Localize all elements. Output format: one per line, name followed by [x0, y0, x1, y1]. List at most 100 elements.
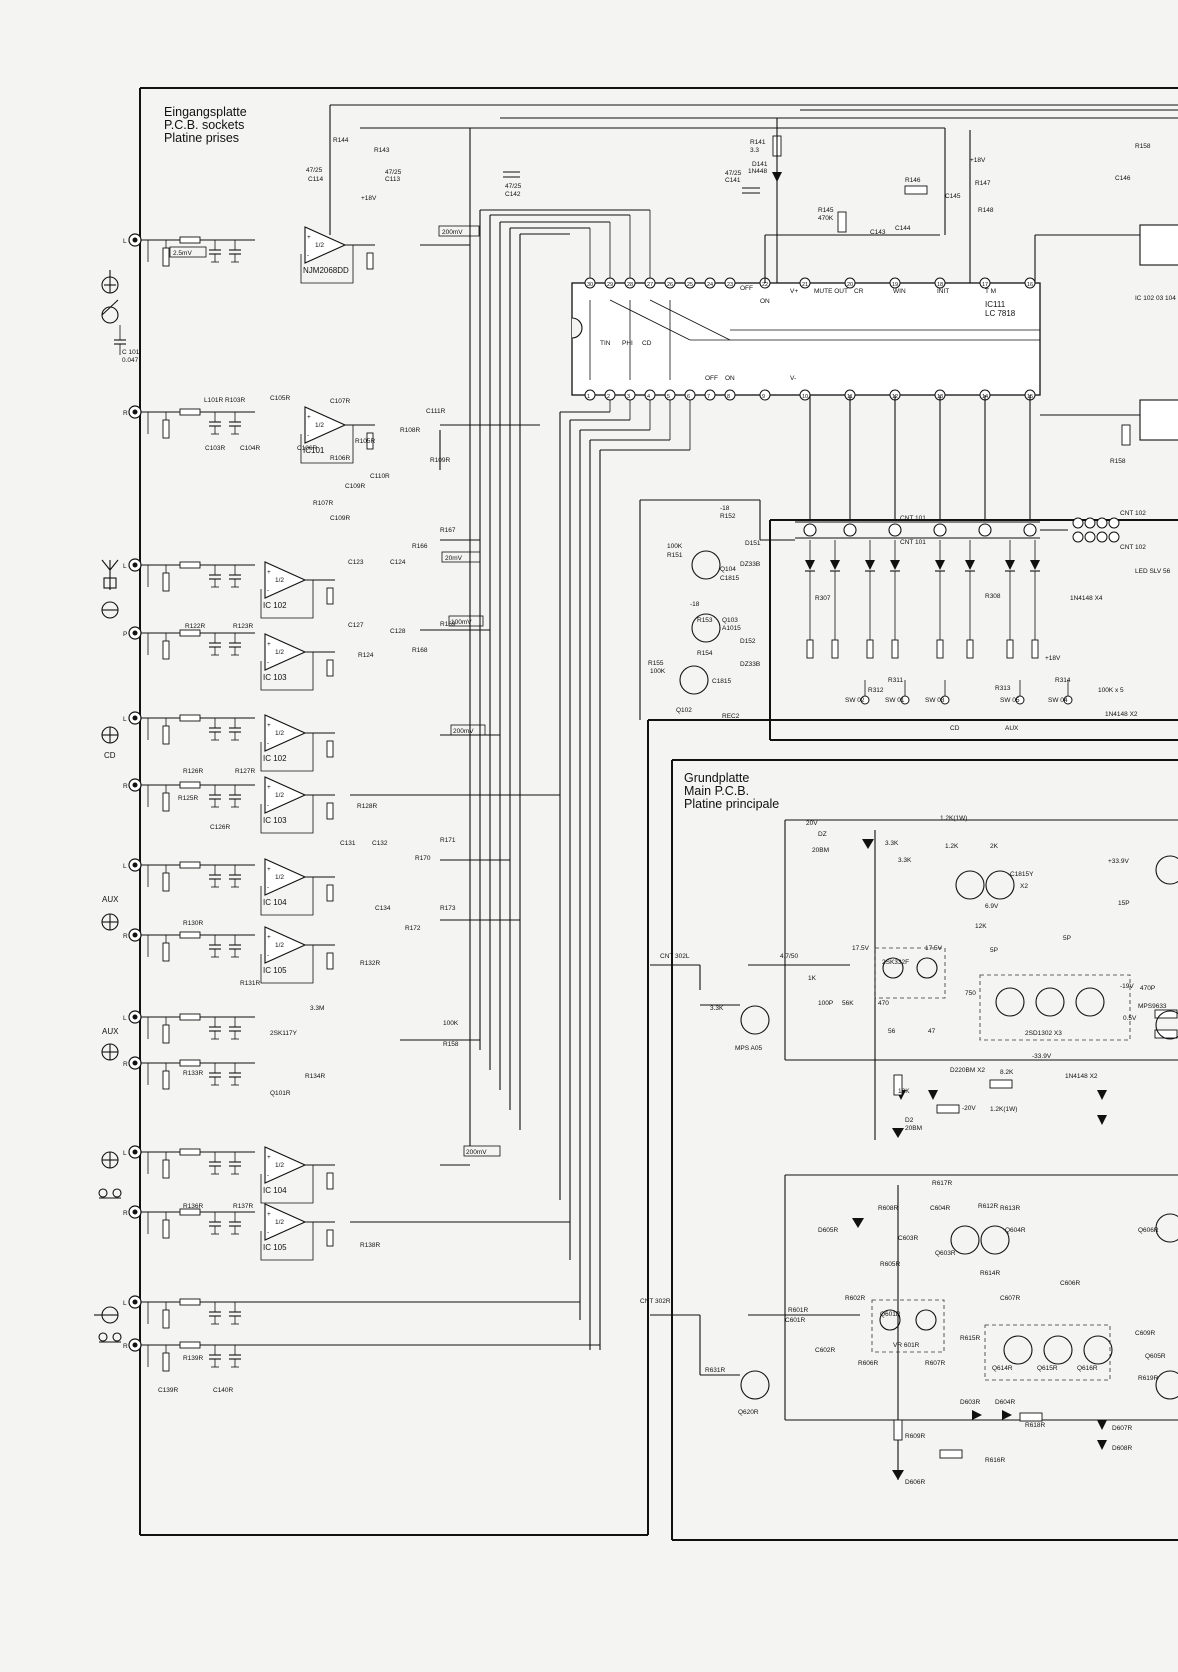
svg-text:-19V: -19V [1120, 983, 1134, 990]
feedback-loop [260, 1222, 314, 1261]
opamp-name: IC101 [303, 446, 325, 455]
svg-text:20mV: 20mV [445, 555, 463, 562]
series-resistor [179, 629, 201, 637]
opamp-plus: + [307, 234, 311, 241]
svg-text:V-: V- [790, 375, 796, 382]
svg-text:20V: 20V [806, 820, 818, 827]
ic111-pin-number: 16 [1027, 282, 1033, 288]
ic111-to-cnt [764, 234, 1178, 520]
svg-text:6.9V: 6.9V [985, 903, 999, 910]
opamp-minus: - [267, 802, 269, 809]
series-resistor [179, 714, 201, 722]
jack-side-label: L [123, 1015, 127, 1022]
svg-text:L101R: L101R [204, 397, 223, 404]
shunt-resistor [162, 1070, 170, 1090]
input-part-labels: R144 R143 47/25 C114 47/25 C113 +18V L10… [158, 137, 459, 1394]
svg-text:R158: R158 [443, 1041, 459, 1048]
rec-driver: R152 -18 100K R151 Q104 C1815 D151 DZ33B… [639, 499, 795, 720]
output-resistor [326, 659, 334, 677]
svg-text:Q101R: Q101R [270, 1090, 291, 1097]
led-resistor [831, 639, 839, 659]
svg-text:R148: R148 [978, 207, 994, 214]
jack-center [132, 1209, 138, 1215]
svg-text:D141: D141 [752, 161, 768, 168]
svg-text:R133R: R133R [183, 1070, 204, 1077]
svg-text:C111R: C111R [426, 408, 446, 415]
shunt-resistor [162, 725, 170, 745]
ic111-pin-number: 20 [847, 282, 853, 288]
power-section: R141 3.3 D141 1N448 47/25 C141 47/25 C14… [503, 118, 1178, 465]
svg-text:R617R: R617R [932, 1180, 953, 1187]
feedback-loop [300, 245, 354, 284]
svg-text:R619R: R619R [1138, 1375, 1159, 1382]
cnt102-pin [1084, 517, 1096, 529]
svg-text:100K: 100K [650, 668, 666, 675]
svg-text:C107R: C107R [330, 398, 351, 405]
svg-text:R618R: R618R [1025, 1422, 1046, 1429]
svg-text:R172: R172 [405, 925, 421, 932]
ic111-top-pin [979, 277, 991, 289]
svg-text:CNT 101: CNT 101 [900, 539, 926, 546]
svg-text:Q604R: Q604R [1005, 1227, 1026, 1234]
svg-text:100K: 100K [667, 543, 683, 550]
jack-center [132, 1299, 138, 1305]
svg-text:D603R: D603R [960, 1399, 981, 1406]
svg-text:1N448: 1N448 [748, 168, 768, 175]
led-resistor [936, 639, 944, 659]
svg-text:VR 601R: VR 601R [893, 1342, 920, 1349]
ic111-pin-number: 25 [687, 282, 693, 288]
svg-text:470P: 470P [1140, 985, 1155, 992]
svg-text:C601R: C601R [785, 1317, 806, 1324]
power-amp-left: CNT 302L 20V DZ 20BM 1.2K(1W) 3.3K 3.3K … [650, 815, 1178, 1140]
svg-text:Q103: Q103 [722, 617, 738, 624]
opamp-minus: - [267, 740, 269, 747]
svg-text:ON: ON [760, 298, 770, 305]
svg-text:100P: 100P [818, 1000, 833, 1007]
opamp-half-label: 1/2 [275, 577, 284, 584]
led-diode [890, 560, 900, 570]
tape1-icon [98, 1151, 122, 1199]
cnt101-pin [803, 523, 817, 537]
ic111-pin-number: 19 [892, 282, 898, 288]
ic111-bottom-pin [704, 389, 716, 401]
svg-text:1N4148 X4: 1N4148 X4 [1070, 595, 1103, 602]
svg-text:R154: R154 [697, 650, 713, 657]
ic111-top-pin [684, 277, 696, 289]
cnt101-connector: CNT 101 CNT 101 CNT 102 CNT 102 LED SLV … [795, 510, 1171, 575]
opamp-plus: + [267, 1211, 271, 1218]
svg-text:V+: V+ [790, 288, 798, 295]
svg-text:R145: R145 [818, 207, 834, 214]
opamp-name: IC 103 [263, 816, 287, 825]
svg-text:LED SLV 56: LED SLV 56 [1135, 568, 1171, 575]
input-chains [141, 236, 255, 1372]
input-pcb-title: Eingangsplatte P.C.B. sockets Platine pr… [164, 105, 247, 145]
svg-text:200mV: 200mV [453, 728, 474, 735]
svg-text:R313: R313 [995, 685, 1011, 692]
ic111-pin-number: 28 [627, 282, 633, 288]
switch-label: SW 02 [845, 697, 865, 704]
ic111-bottom-pin [584, 389, 596, 401]
cnt101-pin [843, 523, 857, 537]
svg-text:R136R: R136R [183, 1203, 204, 1210]
opamp-name: IC 104 [263, 898, 287, 907]
svg-text:R614R: R614R [980, 1270, 1001, 1277]
opamp-plus: + [267, 722, 271, 729]
ic111-bottom-pin [664, 389, 676, 401]
jack-side-label: R [123, 410, 128, 417]
led-diode [1005, 560, 1015, 570]
svg-text:0.047: 0.047 [122, 357, 139, 364]
svg-text:A1015: A1015 [722, 625, 741, 632]
svg-text:R158: R158 [1110, 458, 1126, 465]
shunt-resistor [162, 247, 170, 267]
led-resistor [806, 639, 814, 659]
opamp-half-label: 1/2 [315, 242, 324, 249]
output-resistor [326, 740, 334, 758]
opamp-minus: - [307, 252, 309, 259]
svg-text:R106R: R106R [330, 455, 351, 462]
shunt-resistor [162, 872, 170, 892]
switch-label: SW 04 [1048, 697, 1068, 704]
svg-text:C134: C134 [375, 905, 391, 912]
svg-text:REC2: REC2 [722, 713, 740, 720]
led-array [805, 540, 1040, 659]
svg-text:47: 47 [928, 1028, 936, 1035]
